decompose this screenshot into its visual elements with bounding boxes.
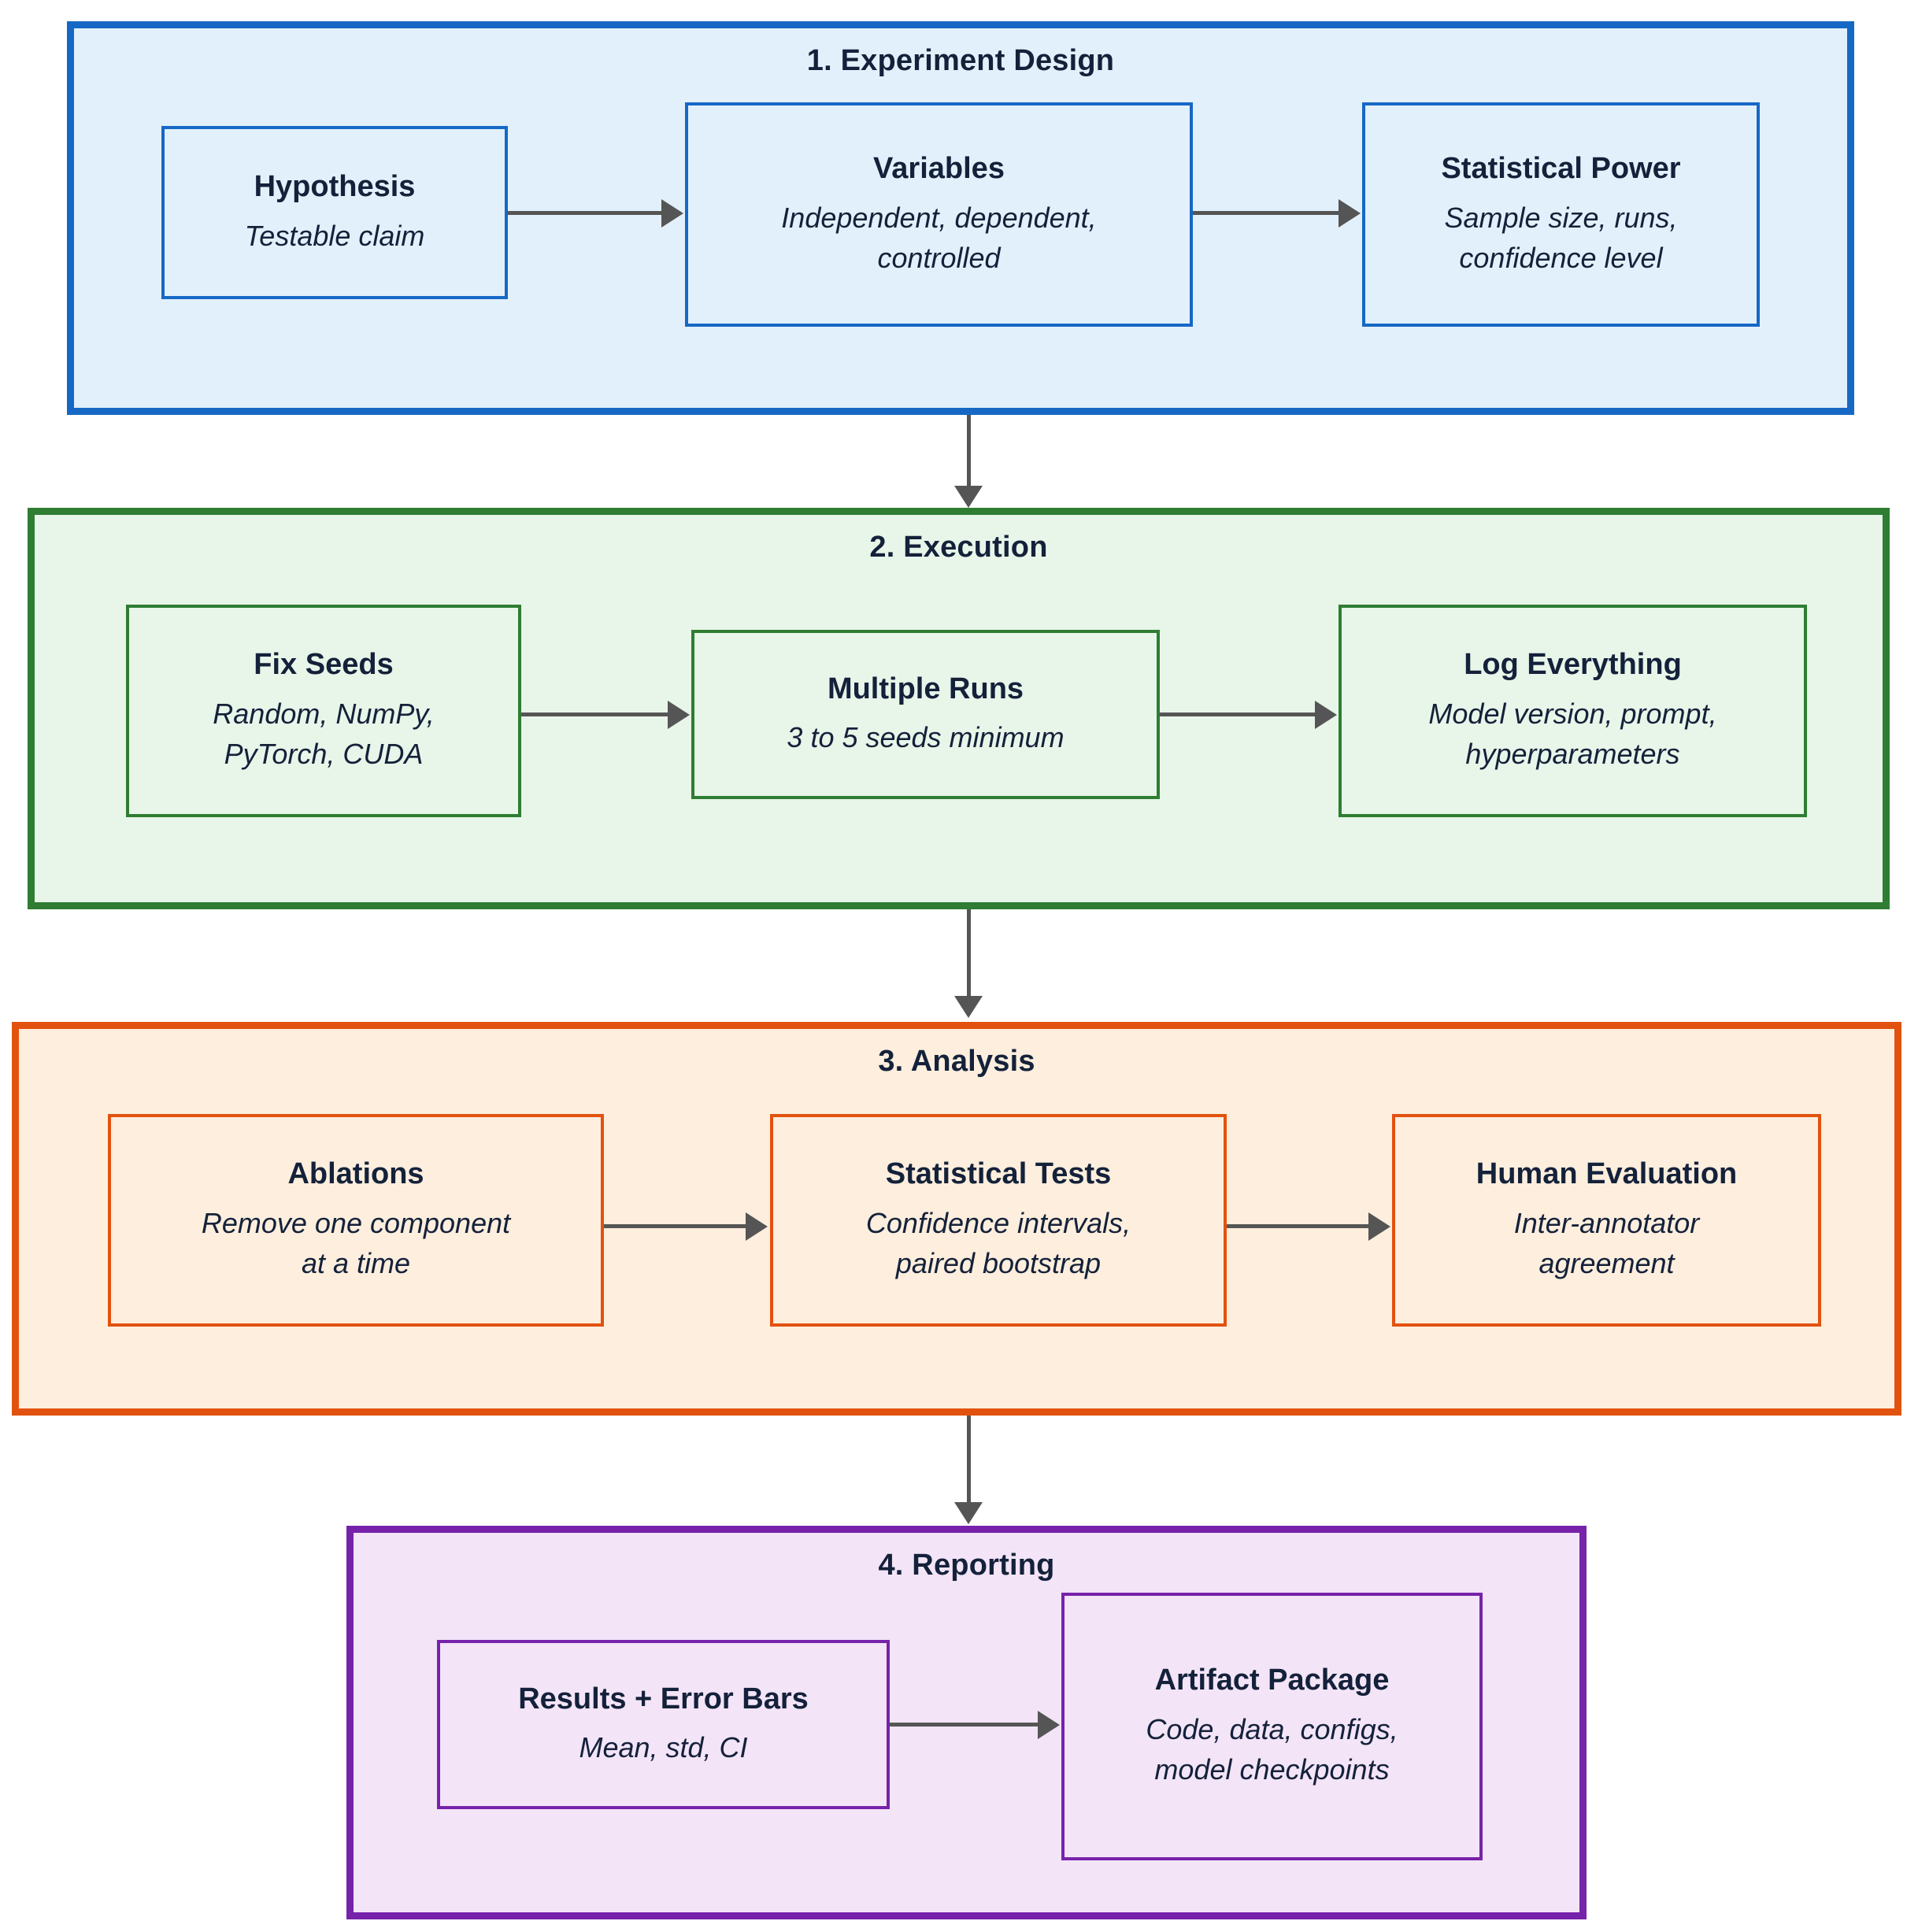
stage-title-experiment-design: 1. Experiment Design [806, 44, 1115, 77]
node-variables[interactable]: Variables Independent, dependent, contro… [685, 102, 1193, 327]
node-log-everything-subtitle: Model version, prompt, hyperparameters [1428, 694, 1716, 774]
edge-multiple-runs-to-log-everything [1160, 712, 1315, 716]
node-statistical-tests-subtitle: Confidence intervals, paired bootstrap [866, 1203, 1131, 1283]
node-fix-seeds-subtitle-line-2: PyTorch, CUDA [224, 738, 424, 771]
node-artifact-package-title: Artifact Package [1154, 1664, 1390, 1697]
arrowhead-hypothesis-to-variables-icon [661, 199, 683, 228]
node-statistical-power[interactable]: Statistical Power Sample size, runs, con… [1362, 102, 1760, 327]
node-ablations-subtitle-line-2: at a time [301, 1247, 411, 1280]
node-variables-title: Variables [873, 151, 1005, 185]
arrowhead-variables-to-statistical-power-icon [1339, 199, 1361, 228]
node-fix-seeds-title: Fix Seeds [254, 648, 394, 682]
node-statistical-power-subtitle: Sample size, runs, confidence level [1444, 198, 1677, 278]
node-variables-subtitle-line-1: Independent, dependent, [781, 201, 1097, 234]
node-artifact-package-subtitle: Code, data, configs, model checkpoints [1146, 1709, 1398, 1790]
node-hypothesis-title: Hypothesis [254, 170, 416, 204]
node-hypothesis-subtitle: Testable claim [244, 219, 425, 252]
arrowhead-stage3-to-stage4-icon [954, 1502, 983, 1524]
node-ablations-subtitle: Remove one component at a time [202, 1203, 510, 1283]
node-statistical-tests-subtitle-line-2: paired bootstrap [895, 1247, 1102, 1280]
node-variables-subtitle-line-2: controlled [877, 241, 1001, 274]
node-log-everything-subtitle-line-2: hyperparameters [1465, 738, 1680, 771]
node-results-error-bars-title: Results + Error Bars [518, 1682, 809, 1715]
stage-title-analysis: 3. Analysis [878, 1045, 1035, 1078]
node-statistical-tests-subtitle-line-1: Confidence intervals, [865, 1207, 1131, 1240]
node-results-error-bars[interactable]: Results + Error Bars Mean, std, CI [437, 1640, 890, 1809]
arrowhead-results-to-artifact-package-icon [1038, 1711, 1060, 1739]
stage-title-reporting: 4. Reporting [878, 1549, 1055, 1582]
node-statistical-tests[interactable]: Statistical Tests Confidence intervals, … [770, 1114, 1227, 1327]
edge-statistical-tests-to-human-evaluation [1227, 1224, 1368, 1228]
arrowhead-statistical-tests-to-human-evaluation-icon [1368, 1212, 1390, 1241]
node-hypothesis[interactable]: Hypothesis Testable claim [161, 126, 508, 299]
stage-title-execution: 2. Execution [869, 531, 1048, 564]
node-results-error-bars-subtitle: Mean, std, CI [579, 1731, 748, 1764]
node-statistical-power-subtitle-line-1: Sample size, runs, [1444, 201, 1678, 234]
node-log-everything-title: Log Everything [1464, 648, 1682, 682]
node-multiple-runs-title: Multiple Runs [827, 672, 1024, 705]
node-ablations-subtitle-line-1: Remove one component [201, 1207, 511, 1240]
node-artifact-package-subtitle-line-1: Code, data, configs, [1146, 1713, 1398, 1746]
node-log-everything-subtitle-line-1: Model version, prompt, [1428, 698, 1717, 731]
edge-variables-to-statistical-power [1193, 211, 1339, 215]
arrowhead-multiple-runs-to-log-everything-icon [1315, 701, 1337, 729]
node-ablations-title: Ablations [287, 1157, 424, 1191]
node-human-evaluation[interactable]: Human Evaluation Inter-annotator agreeme… [1392, 1114, 1821, 1327]
edge-hypothesis-to-variables [508, 211, 661, 215]
node-human-evaluation-title: Human Evaluation [1476, 1157, 1738, 1191]
arrowhead-stage2-to-stage3-icon [954, 996, 983, 1018]
node-statistical-power-subtitle-line-2: confidence level [1459, 241, 1663, 274]
arrowhead-stage1-to-stage2-icon [954, 486, 983, 508]
node-multiple-runs-subtitle: 3 to 5 seeds minimum [787, 721, 1065, 754]
node-log-everything[interactable]: Log Everything Model version, prompt, hy… [1339, 605, 1807, 817]
node-human-evaluation-subtitle-line-1: Inter-annotator [1513, 1207, 1700, 1240]
node-artifact-package[interactable]: Artifact Package Code, data, configs, mo… [1061, 1593, 1483, 1860]
node-statistical-power-title: Statistical Power [1441, 151, 1681, 185]
edge-stage2-to-stage3 [967, 909, 971, 996]
node-artifact-package-subtitle-line-2: model checkpoints [1154, 1753, 1390, 1786]
node-fix-seeds-subtitle: Random, NumPy, PyTorch, CUDA [213, 694, 434, 774]
edge-stage1-to-stage2 [967, 415, 971, 486]
edge-ablations-to-statistical-tests [604, 1224, 746, 1228]
edge-fix-seeds-to-multiple-runs [521, 712, 668, 716]
node-human-evaluation-subtitle: Inter-annotator agreement [1514, 1203, 1700, 1283]
node-variables-subtitle: Independent, dependent, controlled [781, 198, 1096, 278]
arrowhead-ablations-to-statistical-tests-icon [746, 1212, 768, 1241]
node-multiple-runs[interactable]: Multiple Runs 3 to 5 seeds minimum [691, 630, 1160, 799]
node-human-evaluation-subtitle-line-2: agreement [1538, 1247, 1675, 1280]
node-ablations[interactable]: Ablations Remove one component at a time [108, 1114, 604, 1327]
edge-results-to-artifact-package [890, 1723, 1038, 1727]
node-fix-seeds-subtitle-line-1: Random, NumPy, [213, 698, 435, 731]
arrowhead-fix-seeds-to-multiple-runs-icon [668, 701, 690, 729]
node-fix-seeds[interactable]: Fix Seeds Random, NumPy, PyTorch, CUDA [126, 605, 521, 817]
edge-stage3-to-stage4 [967, 1416, 971, 1502]
node-statistical-tests-title: Statistical Tests [885, 1157, 1112, 1191]
